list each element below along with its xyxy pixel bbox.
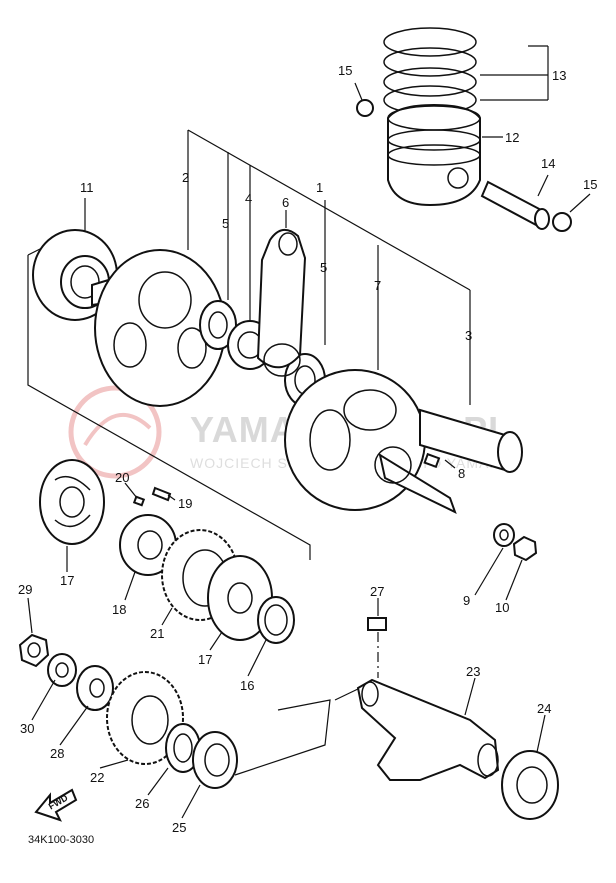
assembly-frame-lines [27,129,471,776]
nut-10 [512,535,538,562]
forward-arrow-icon: FWD [34,788,78,822]
callout-25: 25 [172,820,186,835]
woodruff-key [423,452,441,469]
bearing-24 [501,750,559,820]
crank-wheel-right [284,369,457,514]
piston [387,103,481,207]
pin-20 [132,495,146,507]
callout-5-upper: 5 [222,216,229,231]
diagram-code: 34K100-3030 [28,834,94,846]
callout-5-lower: 5 [320,260,327,275]
washer-28 [76,665,114,711]
watermark-logo-icon [68,385,162,479]
plate-17-left [39,459,105,545]
callout-18: 18 [112,602,126,617]
washer-16 [257,596,295,644]
callout-11: 11 [80,180,94,195]
balancer-shaft-23 [356,678,500,781]
callout-20: 20 [115,470,129,485]
circlip-left [356,99,374,117]
callout-17-right: 17 [198,652,212,667]
callout-21: 21 [150,626,164,641]
callout-15-top: 15 [338,63,352,78]
callout-15-right: 15 [583,177,597,192]
callout-13: 13 [552,68,566,83]
callout-22: 22 [90,770,104,785]
callout-28: 28 [50,746,64,761]
callout-30: 30 [20,721,34,736]
callout-27: 27 [370,584,384,599]
washer-5-upper [199,300,237,350]
nut-29 [18,633,50,668]
callout-leaders [27,45,591,819]
callout-26: 26 [135,796,149,811]
callout-8: 8 [458,466,465,481]
callout-16: 16 [240,678,254,693]
callout-29: 29 [18,582,32,597]
key-27 [367,617,387,631]
bearing-11 [32,229,126,321]
gear-22 [106,671,184,765]
piston-pin [480,180,550,230]
callout-1: 1 [316,180,323,195]
callout-24: 24 [537,701,551,716]
callout-7: 7 [374,278,381,293]
callout-23: 23 [466,664,480,679]
spring-19 [151,486,172,502]
connecting-rod [256,229,307,377]
callout-6: 6 [282,195,289,210]
callout-10: 10 [495,600,509,615]
piston-rings [383,27,477,115]
callout-14: 14 [541,156,555,171]
crank-pin [419,408,523,473]
washer-9 [493,523,515,547]
callout-19: 19 [178,496,192,511]
callout-17-left: 17 [60,573,74,588]
callout-9: 9 [463,593,470,608]
callout-labels: 13 12 15 14 15 11 2 5 4 6 1 5 7 3 8 9 10… [18,63,597,835]
callout-4: 4 [245,191,252,206]
lock-washer-30 [47,653,77,687]
callout-12: 12 [505,130,519,145]
circlip-right [552,212,572,232]
callout-3: 3 [465,328,472,343]
bearing-25 [192,731,238,789]
callout-2: 2 [182,170,189,185]
